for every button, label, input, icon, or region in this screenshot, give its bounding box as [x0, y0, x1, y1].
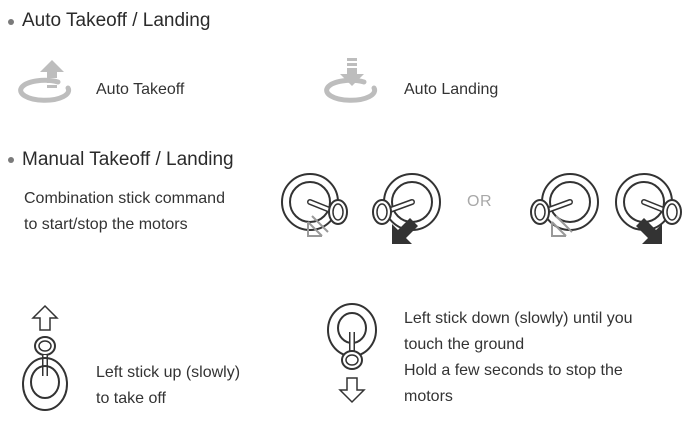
landing-text: Left stick down (slowly) until you touch… [404, 306, 633, 410]
combination-text: Combination stick command to start/stop … [24, 186, 225, 238]
combination-line-2: to start/stop the motors [24, 216, 188, 233]
heading-manual: Manual Takeoff / Landing [22, 149, 234, 170]
stick-down-right-icon [372, 173, 441, 244]
landing-line-4: motors [404, 388, 453, 405]
combination-line-1: Combination stick command [24, 190, 225, 207]
bullet-auto [8, 19, 14, 25]
landing-line-3: Hold a few seconds to stop the [404, 362, 623, 379]
auto-takeoff-label: Auto Takeoff [96, 81, 185, 98]
stick-up-icon [22, 304, 68, 411]
takeoff-line-1: Left stick up (slowly) [96, 364, 241, 381]
takeoff-arrow-up-icon [18, 60, 72, 103]
takeoff-text: Left stick up (slowly) to take off [96, 360, 240, 412]
landing-line-2: touch the ground [404, 336, 525, 353]
bullet-manual [8, 157, 14, 163]
stick-down-left-icon [530, 173, 599, 237]
landing-line-1: Left stick down (slowly) until you [404, 310, 633, 327]
auto-landing-label: Auto Landing [404, 81, 499, 98]
stick-down-right-icon [615, 173, 682, 244]
stick-down-left-icon [281, 173, 348, 237]
stick-down-icon [327, 303, 377, 404]
landing-arrow-down-icon [324, 58, 378, 103]
or-label: OR [467, 193, 492, 210]
takeoff-line-2: to take off [96, 390, 166, 407]
heading-auto: Auto Takeoff / Landing [22, 10, 211, 31]
